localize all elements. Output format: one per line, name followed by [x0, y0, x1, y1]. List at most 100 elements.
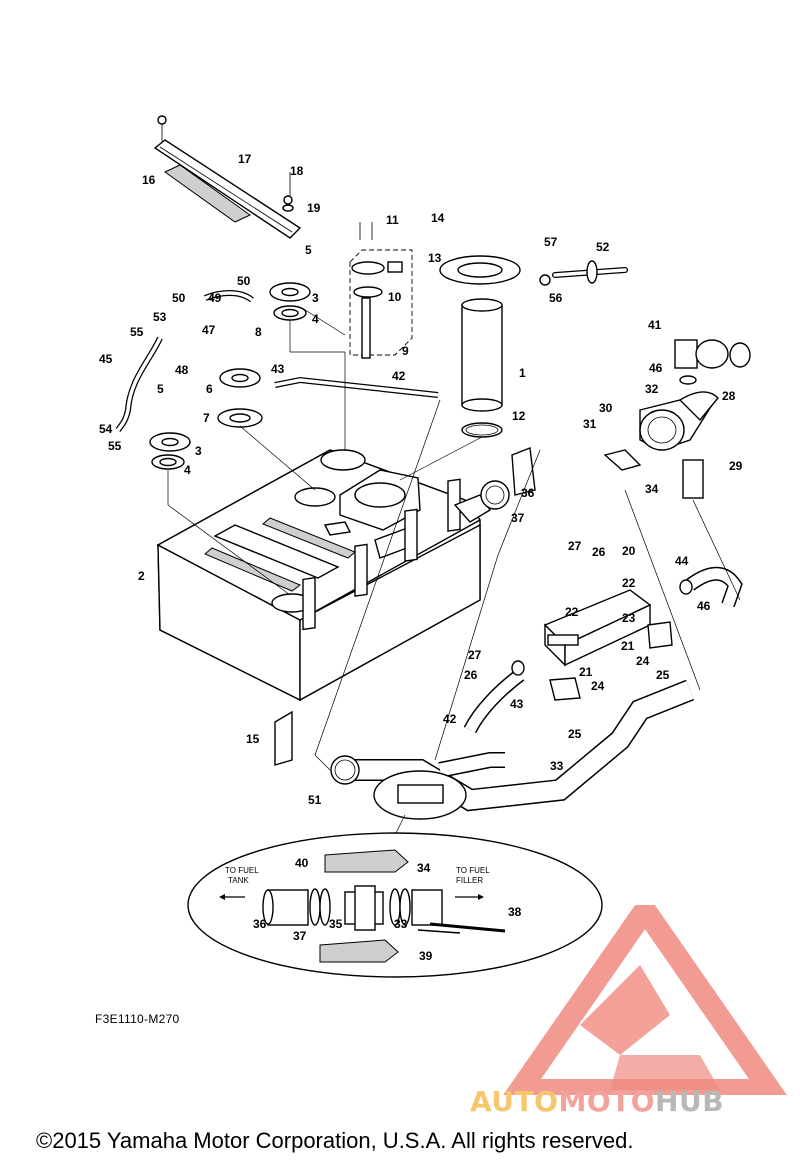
- watermark-hub: HUB: [655, 1085, 725, 1118]
- callout-41: 41: [648, 318, 662, 332]
- callout-5: 5: [305, 243, 312, 257]
- callout-56: 56: [549, 291, 563, 305]
- callout-13: 13: [428, 251, 442, 265]
- callout-22b: 22: [565, 605, 579, 619]
- bracket-assembly: [153, 115, 302, 239]
- callout-22: 22: [622, 576, 636, 590]
- callout-42b: 42: [443, 712, 457, 726]
- callout-45: 45: [99, 352, 113, 366]
- callout-17: 17: [238, 152, 252, 166]
- callout-2: 2: [138, 569, 145, 583]
- to-fuel-filler-label-2: FILLER: [456, 876, 483, 885]
- callout-27: 27: [568, 539, 582, 553]
- callout-14: 14: [431, 211, 445, 225]
- callout-16: 16: [142, 173, 156, 187]
- callout-9: 9: [402, 344, 409, 358]
- callout-33b: 33: [394, 917, 408, 931]
- callout-25: 25: [656, 668, 670, 682]
- callout-35: 35: [329, 917, 343, 931]
- callout-25b: 25: [568, 727, 582, 741]
- hose-set: [330, 447, 743, 820]
- label-patch: [274, 710, 293, 766]
- watermark-text: AUTOMOTOHUB: [470, 1085, 800, 1118]
- callout-34: 34: [645, 482, 659, 496]
- long-hose: [274, 376, 439, 398]
- callout-11: 11: [386, 213, 399, 227]
- charcoal-canister: [543, 589, 673, 701]
- callout-40: 40: [295, 856, 309, 870]
- callout-19: 19: [307, 201, 321, 215]
- fuel-sender-assembly: [349, 222, 413, 359]
- callout-5b: 5: [157, 382, 164, 396]
- callout-53: 53: [153, 310, 167, 324]
- callout-39: 39: [419, 949, 433, 963]
- callout-50b: 50: [237, 274, 251, 288]
- callout-55b: 55: [108, 439, 122, 453]
- callout-42: 42: [392, 369, 406, 383]
- callout-23: 23: [622, 611, 636, 625]
- callout-57: 57: [544, 235, 558, 249]
- callout-28: 28: [722, 389, 736, 403]
- detail-inset: TO FUEL TANK TO FUEL FILLER: [187, 832, 603, 978]
- watermark-auto: AUTO: [470, 1085, 559, 1118]
- callout-47: 47: [202, 323, 216, 337]
- callout-34b: 34: [417, 861, 431, 875]
- callout-43b: 43: [510, 697, 524, 711]
- filler-assembly: [603, 339, 751, 499]
- vent-fitting: [539, 260, 628, 286]
- vent-hose: [115, 290, 254, 432]
- callout-46: 46: [649, 361, 663, 375]
- callout-8: 8: [255, 325, 262, 339]
- callout-21: 21: [621, 639, 635, 653]
- callout-20: 20: [622, 544, 636, 558]
- copyright-notice: ©2015 Yamaha Motor Corporation, U.S.A. A…: [36, 1128, 634, 1153]
- callout-15: 15: [246, 732, 260, 746]
- callout-32: 32: [645, 382, 659, 396]
- callout-43: 43: [271, 362, 285, 376]
- watermark-triangle-icon: [498, 890, 792, 1101]
- callout-26b: 26: [464, 668, 478, 682]
- callout-31: 31: [583, 417, 597, 431]
- flanges: [149, 282, 311, 470]
- callout-numbers: 1 2 3 3 4 4 5 5 6 7 8 9 10 11 12 13 14 1…: [99, 152, 743, 963]
- callout-21b: 21: [579, 665, 593, 679]
- callout-52: 52: [596, 240, 610, 254]
- callout-3: 3: [312, 291, 319, 305]
- callout-12: 12: [512, 409, 526, 423]
- callout-51: 51: [308, 793, 322, 807]
- callout-3b: 3: [195, 444, 202, 458]
- callout-37b: 37: [293, 929, 307, 943]
- to-fuel-filler-label-1: TO FUEL: [456, 866, 490, 875]
- to-fuel-tank-label-2: TANK: [228, 876, 249, 885]
- callout-37: 37: [511, 511, 525, 525]
- callout-55: 55: [130, 325, 144, 339]
- to-fuel-tank-label-1: TO FUEL: [225, 866, 259, 875]
- diagram-code: F3E1110-M270: [95, 1012, 180, 1026]
- callout-18: 18: [290, 164, 304, 178]
- callout-4: 4: [312, 312, 319, 326]
- callout-27b: 27: [468, 648, 482, 662]
- callout-24: 24: [636, 654, 650, 668]
- watermark-moto: MOTO: [558, 1085, 656, 1118]
- callout-50: 50: [172, 291, 186, 305]
- callout-1: 1: [519, 366, 526, 380]
- callout-6: 6: [206, 382, 213, 396]
- callout-54: 54: [99, 422, 113, 436]
- callout-30: 30: [599, 401, 613, 415]
- callout-26: 26: [592, 545, 606, 559]
- watermark-logo: AUTOMOTOHUB: [470, 890, 800, 1120]
- callout-24b: 24: [591, 679, 605, 693]
- callout-49: 49: [208, 291, 222, 305]
- callout-29: 29: [729, 459, 743, 473]
- fuel-tank: [156, 449, 491, 702]
- fuel-pump-assembly: [439, 255, 521, 438]
- callout-46b: 46: [697, 599, 711, 613]
- callout-44: 44: [675, 554, 689, 568]
- callout-4b: 4: [184, 463, 191, 477]
- callout-10: 10: [388, 290, 402, 304]
- callout-33: 33: [550, 759, 564, 773]
- callout-36b: 36: [253, 917, 267, 931]
- callout-7: 7: [203, 411, 210, 425]
- callout-38: 38: [508, 905, 522, 919]
